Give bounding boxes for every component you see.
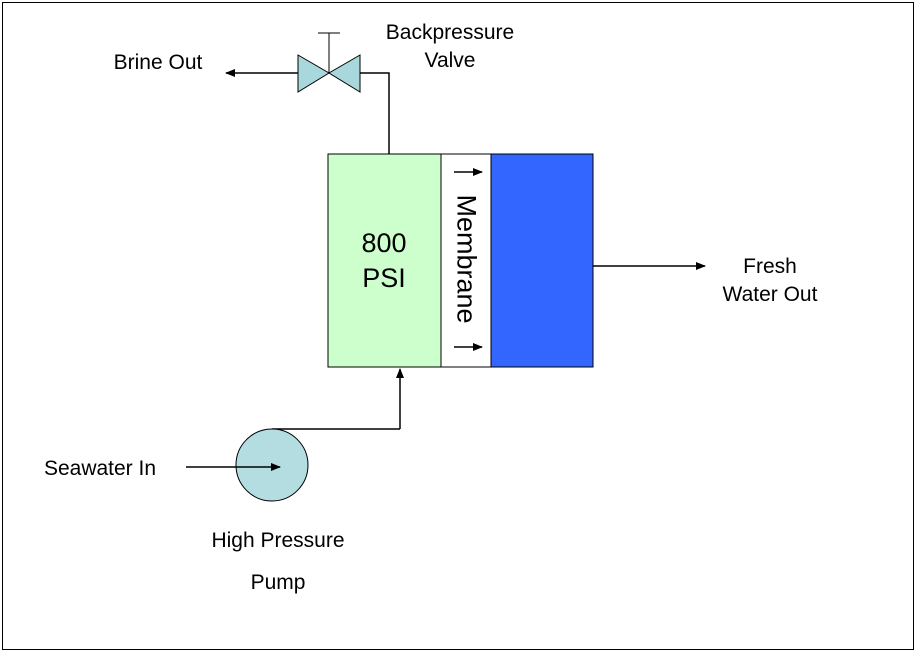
membrane-label: Membrane [451,194,482,324]
pressure-label-800: 800 [361,228,407,258]
seawater-in-label: Seawater In [43,457,157,480]
brine-pipe [360,72,390,154]
fresh-water-chamber [490,153,594,368]
pump-label-line1: High Pressure [211,529,345,552]
membrane-strip [440,153,492,368]
fresh-water-out-label: Fresh Water Out [722,255,818,306]
pump-label-line2: Pump [250,571,306,594]
pressure-label-psi: PSI [362,263,406,293]
high-pressure-chamber [327,153,442,368]
brine-out-label: Brine Out [113,51,203,74]
backpressure-valve [297,32,361,93]
high-pressure-pump [235,428,309,502]
backpressure-valve-label: Backpressure Valve [385,21,515,72]
